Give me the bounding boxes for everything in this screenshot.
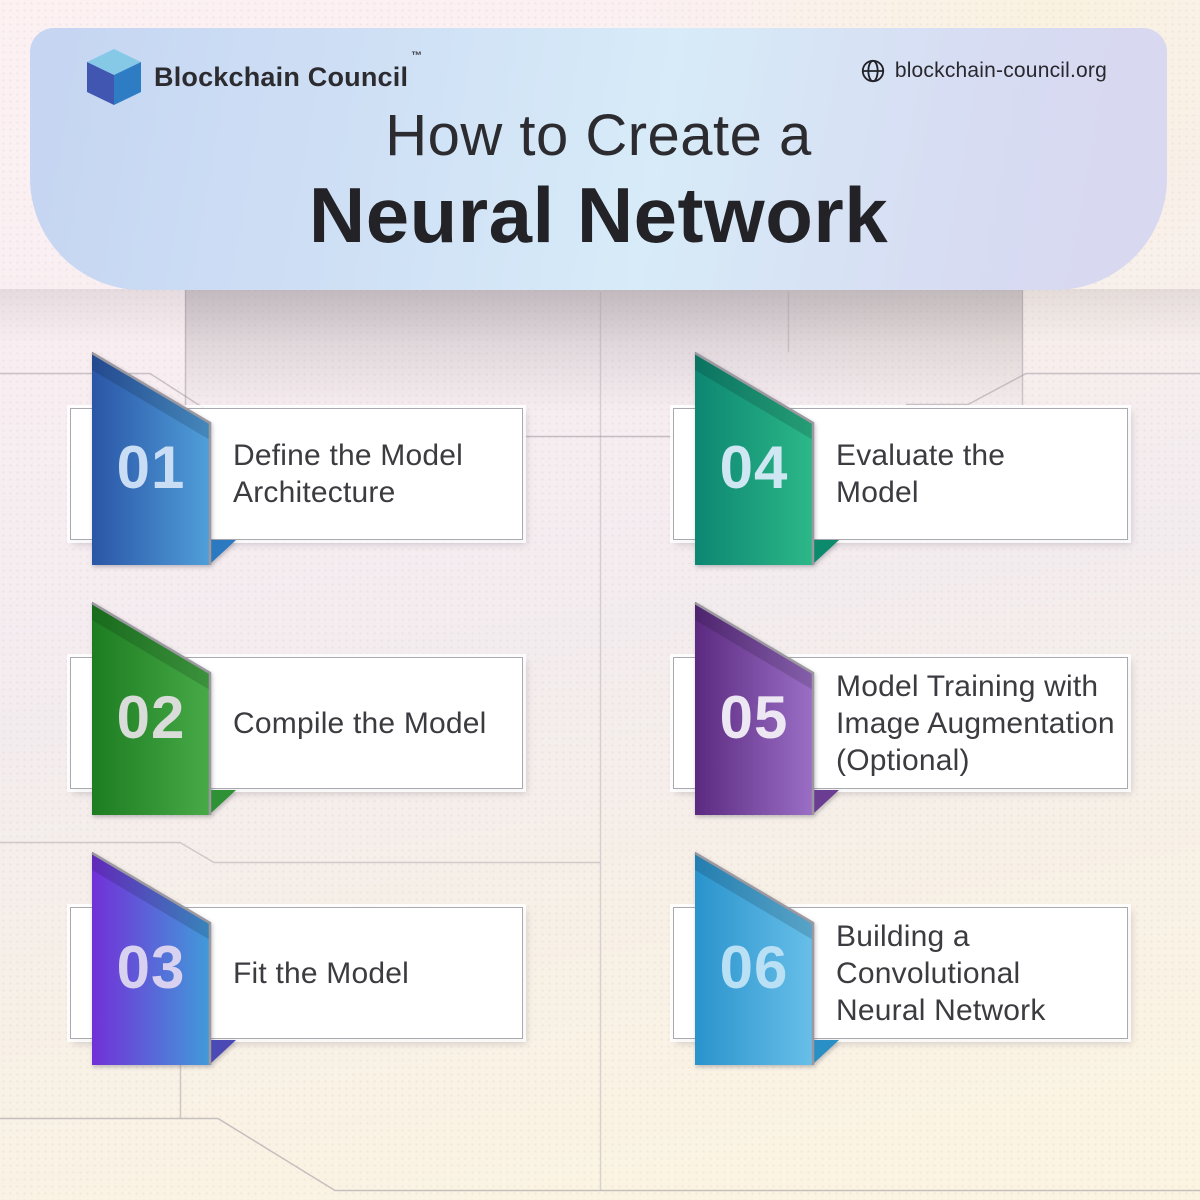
- step-number: 05: [719, 684, 789, 751]
- step-number: 01: [116, 434, 186, 501]
- step-flag-ribbon: [91, 601, 236, 815]
- header-banner: Blockchain Council™ blockchain-council.o…: [30, 28, 1167, 290]
- banner-shadow: [0, 289, 1200, 344]
- flag-fold-triangle: [813, 540, 839, 564]
- step-title: Fit the Model: [233, 956, 410, 990]
- banner-shadow-panel: [185, 289, 1023, 429]
- flag-fold-triangle: [813, 1040, 839, 1064]
- website-row: blockchain-council.org: [860, 58, 1107, 84]
- brand-name: Blockchain Council: [154, 61, 409, 92]
- step-flag-ribbon: [91, 351, 236, 565]
- step-number: 06: [719, 934, 789, 1001]
- brand-cube-icon: [87, 49, 141, 105]
- step-title: Compile the Model: [233, 706, 487, 740]
- trademark-symbol: ™: [411, 49, 423, 62]
- flag-fold-triangle: [210, 790, 236, 814]
- step-number: 03: [116, 934, 186, 1001]
- globe-icon: [861, 59, 884, 83]
- brand-logo: Blockchain Council™: [86, 48, 422, 106]
- step-number: 02: [116, 684, 186, 751]
- step-flag-ribbon: [91, 851, 236, 1065]
- step-title: Define the Model Architecture: [233, 439, 464, 509]
- step-title: Evaluate the Model: [836, 439, 1006, 509]
- step-flag-ribbon: [694, 351, 839, 565]
- step-number: 04: [719, 434, 789, 501]
- step-title: Building a Convolutional Neural Network: [836, 919, 1046, 1027]
- step-flag-ribbon: [694, 851, 839, 1065]
- page-title-line2: Neural Network: [308, 171, 889, 259]
- website-url: blockchain-council.org: [894, 59, 1107, 82]
- step-title: Model Training with Image Augmentation (…: [836, 669, 1115, 777]
- flag-fold-triangle: [813, 790, 839, 814]
- flag-fold-triangle: [210, 540, 236, 564]
- flag-fold-triangle: [210, 1040, 236, 1064]
- page-title-line1: How to Create a: [385, 103, 812, 168]
- step-flag-ribbon: [694, 601, 839, 815]
